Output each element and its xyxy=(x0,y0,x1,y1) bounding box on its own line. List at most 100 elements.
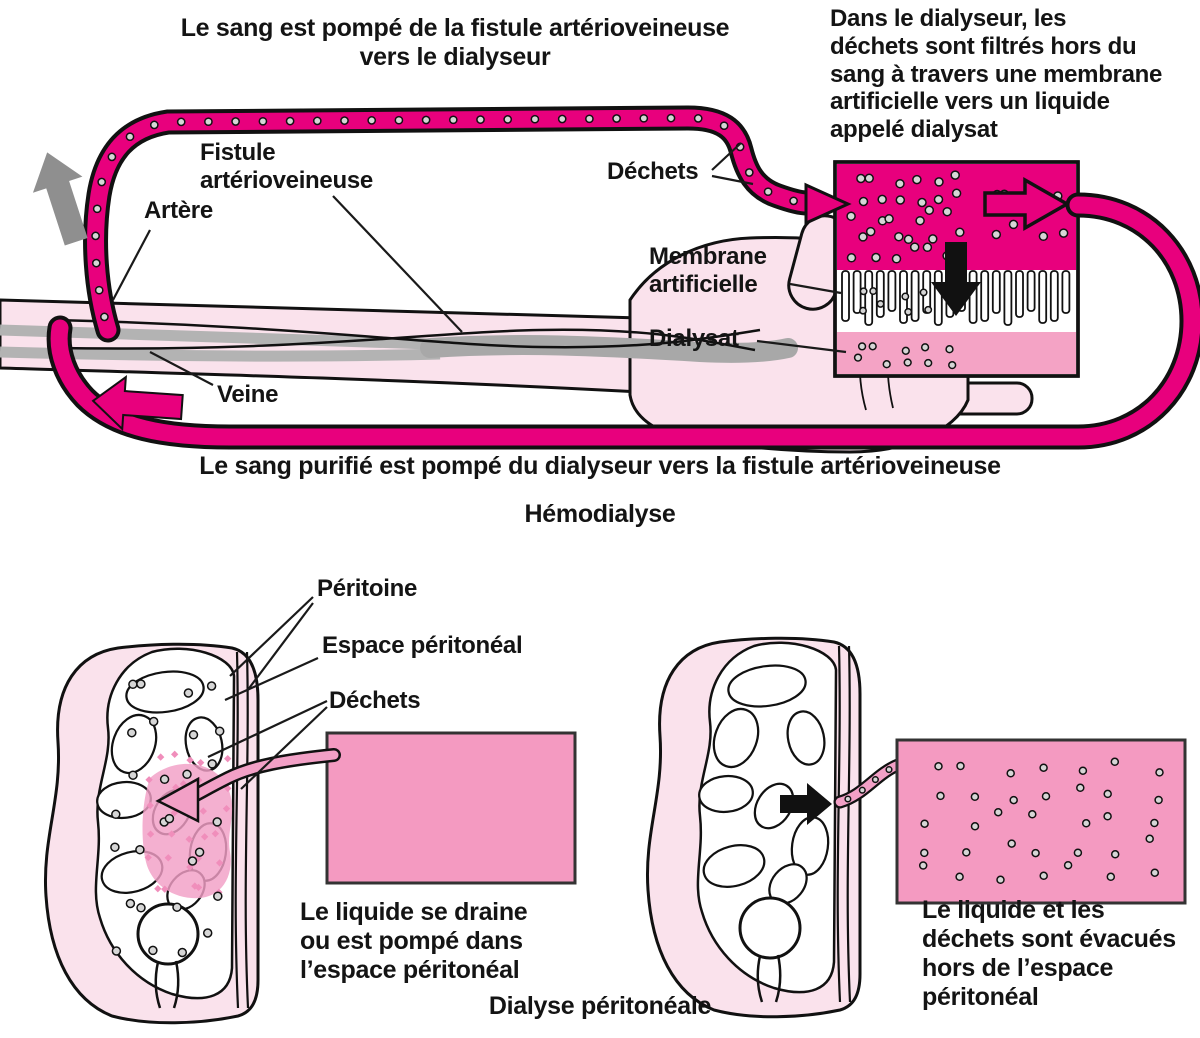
waste-dot xyxy=(1154,795,1163,805)
waste-dot xyxy=(136,903,146,913)
waste-dot xyxy=(882,360,891,369)
waste-dot xyxy=(744,168,754,177)
waste-dot xyxy=(164,813,175,824)
waste-dot xyxy=(844,795,852,803)
waste-dot xyxy=(128,770,138,780)
waste-dot xyxy=(1038,231,1049,242)
waste-dot xyxy=(127,727,137,738)
waste-dot xyxy=(945,345,954,354)
waste-dot xyxy=(853,353,863,362)
waste-dot xyxy=(97,177,107,187)
waste-dot xyxy=(956,761,965,771)
waste-dot xyxy=(1103,789,1112,799)
membrane-bar xyxy=(887,270,897,312)
waste-dot xyxy=(1155,768,1164,777)
waste-dot xyxy=(876,299,885,308)
waste-dot xyxy=(202,928,213,938)
waste-dot xyxy=(1009,795,1018,805)
waste-dot xyxy=(933,194,944,205)
waste-dot xyxy=(1031,848,1040,858)
waste-dot xyxy=(111,809,121,820)
waste-dot xyxy=(864,173,874,184)
flow-up-arrow-icon xyxy=(32,152,88,246)
label-waste-peritoneal: Déchets xyxy=(329,687,421,714)
waste-dot xyxy=(585,114,594,124)
dialysate-droplet xyxy=(146,801,154,810)
waste-dots-peritoneal xyxy=(110,679,225,958)
waste-dot xyxy=(312,116,322,126)
waste-dot xyxy=(920,343,930,352)
waste-dot xyxy=(903,234,914,245)
waste-dot xyxy=(868,342,877,351)
waste-dot xyxy=(639,113,649,123)
waste-dot xyxy=(340,116,349,125)
membrane-bar xyxy=(991,270,1001,314)
waste-dot xyxy=(869,287,878,296)
membrane-bar xyxy=(864,270,874,326)
waste-dot xyxy=(858,232,868,242)
waste-dot xyxy=(1008,219,1019,230)
torso-right xyxy=(647,638,860,1017)
arterial-blood-tube xyxy=(83,105,852,343)
waste-dot xyxy=(1081,819,1091,828)
fluid-out-arrow-icon xyxy=(780,783,832,825)
waste-dots-in-tube xyxy=(91,113,798,322)
waste-dot xyxy=(858,786,866,794)
waste-dot xyxy=(895,178,905,189)
label-peritoneal-space: Espace péritonéal xyxy=(322,632,523,659)
waste-dot xyxy=(904,307,913,316)
filtration-down-arrow-icon xyxy=(931,242,981,316)
waste-dot xyxy=(970,792,980,802)
waste-dot xyxy=(177,947,188,958)
waste-dot xyxy=(100,312,109,322)
dialysate-droplet xyxy=(224,754,232,763)
waste-dot xyxy=(128,679,138,690)
waste-dot xyxy=(172,902,182,912)
flow-left-arrow-icon xyxy=(91,375,184,432)
waste-dot xyxy=(912,174,922,185)
dialysate-droplet xyxy=(167,830,176,838)
waste-dot xyxy=(865,226,876,237)
waste-dot xyxy=(258,116,268,126)
waste-dot xyxy=(612,114,621,123)
waste-dot xyxy=(955,872,964,882)
hemodialysis-top-caption: Le sang est pompé de la fistule artériov… xyxy=(180,14,730,71)
waste-dot xyxy=(919,288,928,297)
waste-dot xyxy=(476,115,485,124)
waste-dot xyxy=(846,253,857,263)
waste-dot xyxy=(936,791,945,801)
return-blood-tube xyxy=(46,192,1200,450)
label-membrane: Membrane artificielle xyxy=(649,243,767,298)
waste-dot xyxy=(955,227,965,238)
waste-dot xyxy=(891,254,902,264)
waste-dot xyxy=(107,152,117,162)
waste-dot xyxy=(110,842,120,852)
waste-dot xyxy=(789,196,798,206)
waste-dot xyxy=(1039,763,1048,772)
waste-dot xyxy=(719,121,729,131)
waste-dot xyxy=(207,759,217,769)
membrane-bar xyxy=(933,270,943,326)
waste-dot xyxy=(859,306,867,315)
label-fistula: Fistule artérioveineuse xyxy=(200,139,373,194)
waste-dot xyxy=(666,113,676,123)
waste-dot xyxy=(1007,839,1016,848)
waste-dot xyxy=(920,819,929,828)
hemodialysis-title: Hémodialyse xyxy=(524,500,676,528)
waste-dot xyxy=(885,766,893,774)
waste-dot xyxy=(92,204,102,214)
waste-dot xyxy=(924,358,933,368)
waste-dot xyxy=(934,177,944,187)
peritoneal-title: Dialyse péritonéale xyxy=(488,992,712,1020)
waste-dot xyxy=(942,206,952,217)
waste-dot xyxy=(194,847,205,857)
dialysate-droplet xyxy=(200,833,209,841)
caption-fluid-out: Le liquide et les déchets sont évacués h… xyxy=(922,896,1176,1011)
waste-dots-blood xyxy=(846,170,965,264)
waste-dot xyxy=(915,215,925,226)
waste-dot xyxy=(1073,848,1083,857)
waste-dot xyxy=(394,115,404,125)
dialysate-droplet xyxy=(171,750,179,759)
waste-dot xyxy=(1150,818,1159,828)
